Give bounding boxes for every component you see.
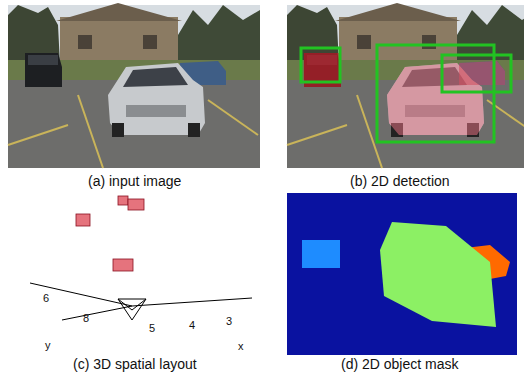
axis-tick: 6 [43, 292, 49, 304]
axis-tick: 8 [83, 312, 89, 324]
axis-tick: 5 [149, 322, 155, 334]
panel-caption: (a) input image [88, 174, 181, 189]
panel-caption: (c) 3D spatial layout [73, 357, 197, 372]
panel-caption: (b) 2D detection [350, 174, 450, 189]
axis-tick: 4 [189, 319, 195, 331]
panel-caption: (d) 2D object mask [341, 357, 458, 372]
axis-name: y [45, 339, 51, 351]
axis-tick: 3 [226, 315, 232, 327]
axis-name: x [238, 340, 244, 352]
